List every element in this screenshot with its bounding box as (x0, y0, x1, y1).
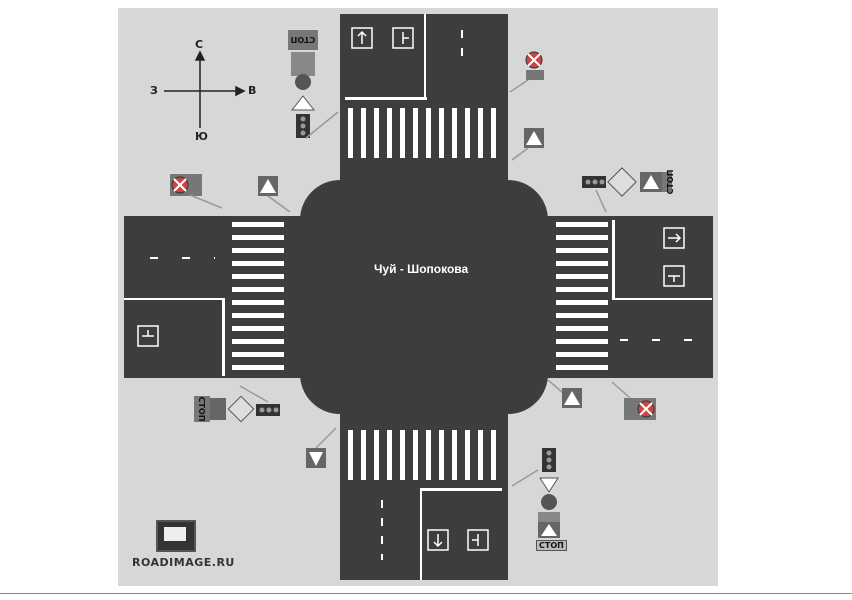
lane-arrow-east-2 (663, 265, 685, 287)
crosswalk-west (232, 222, 284, 370)
pedestrian-crossing-sign-ne (524, 128, 544, 148)
stop-sign-south: СТОП (536, 540, 567, 551)
yield-sign-sw (306, 448, 326, 468)
svg-text:СТОП: СТОП (197, 397, 206, 422)
stop-line-east (612, 220, 615, 300)
compass-west: З (150, 84, 158, 97)
stop-line-south (420, 488, 502, 491)
roadimage-logo-text: ROADIMAGE.RU (132, 556, 235, 569)
compass-north: С (195, 38, 204, 51)
lane-arrow-north-1 (351, 27, 373, 49)
pedestrian-crossing-sign-nw (258, 176, 278, 196)
lane-arrow-south-2 (467, 529, 489, 551)
sign-pole-south (538, 448, 560, 538)
no-parking-sign-ne (525, 51, 544, 80)
lane-line-north (424, 14, 426, 98)
compass-cross (164, 50, 246, 128)
intersection-name: Чуй - Шопокова (374, 262, 469, 276)
compass-south: Ю (195, 130, 208, 143)
sign-pole-sw: СТОП (194, 395, 280, 423)
svg-text:СТОП: СТОП (666, 170, 675, 195)
lane-arrow-north-2 (392, 27, 414, 49)
no-parking-sign-se (624, 398, 656, 420)
roadimage-logo-icon (156, 520, 196, 552)
sign-pole-north: СТОП (288, 30, 318, 138)
stop-line-north (345, 97, 427, 100)
page-bottom-line (0, 593, 852, 594)
stop-line-west (222, 298, 225, 376)
lane-line-east (612, 298, 712, 300)
lane-arrow-west (137, 325, 159, 347)
road-center (300, 180, 548, 414)
sign-pole-east: СТОП (582, 167, 675, 197)
no-parking-sign-nw (170, 174, 202, 196)
crosswalk-north (348, 108, 496, 158)
svg-text:СТОП: СТОП (291, 35, 316, 44)
lane-line-south (420, 488, 422, 580)
lane-line-west (124, 298, 224, 300)
crosswalk-east (556, 222, 608, 370)
pedestrian-crossing-sign-se (562, 388, 582, 408)
lane-arrow-south-1 (427, 529, 449, 551)
crosswalk-south (348, 430, 496, 480)
lane-arrow-east-1 (663, 227, 685, 249)
compass-east: В (248, 84, 257, 97)
